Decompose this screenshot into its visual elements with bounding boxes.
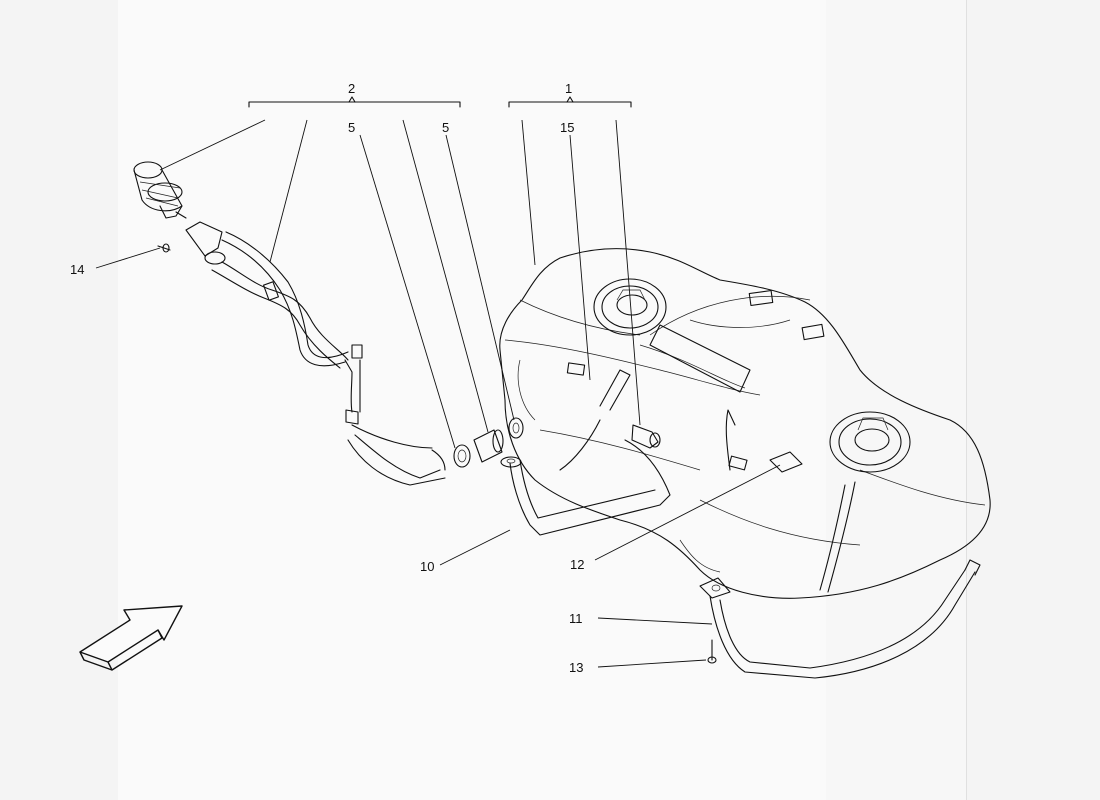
callout-1: 1 xyxy=(565,81,572,96)
screw-14 xyxy=(157,243,171,253)
bolt-13 xyxy=(707,639,717,664)
filler-cap xyxy=(133,161,187,219)
callout-5-left: 5 xyxy=(348,120,355,135)
group-bracket-2 xyxy=(248,96,461,108)
hose-connector xyxy=(473,429,504,463)
group-bracket-1 xyxy=(508,96,632,108)
callout-11: 11 xyxy=(569,611,583,626)
callout-5-right: 5 xyxy=(442,120,449,135)
callout-12: 12 xyxy=(570,557,584,572)
filler-pipe xyxy=(185,221,446,486)
valve-15 xyxy=(631,424,661,449)
hose-clamp-a xyxy=(453,444,471,468)
leader-lines xyxy=(95,119,781,668)
fuel-pump-flange-left xyxy=(593,278,667,336)
tank-strap-11 xyxy=(699,409,981,679)
page-sheet-right xyxy=(826,0,967,800)
callout-2: 2 xyxy=(348,81,355,96)
front-direction-arrow-icon xyxy=(79,605,183,671)
hose-clamp-b xyxy=(508,417,524,439)
callout-15: 15 xyxy=(560,120,574,135)
fuel-tank xyxy=(499,248,991,599)
callout-14: 14 xyxy=(70,262,84,277)
fuel-pump-flange-right xyxy=(829,411,911,473)
sensor-pad-12 xyxy=(769,451,803,473)
callout-13: 13 xyxy=(569,660,583,675)
tank-strap-10 xyxy=(500,369,671,536)
callout-10: 10 xyxy=(420,559,434,574)
